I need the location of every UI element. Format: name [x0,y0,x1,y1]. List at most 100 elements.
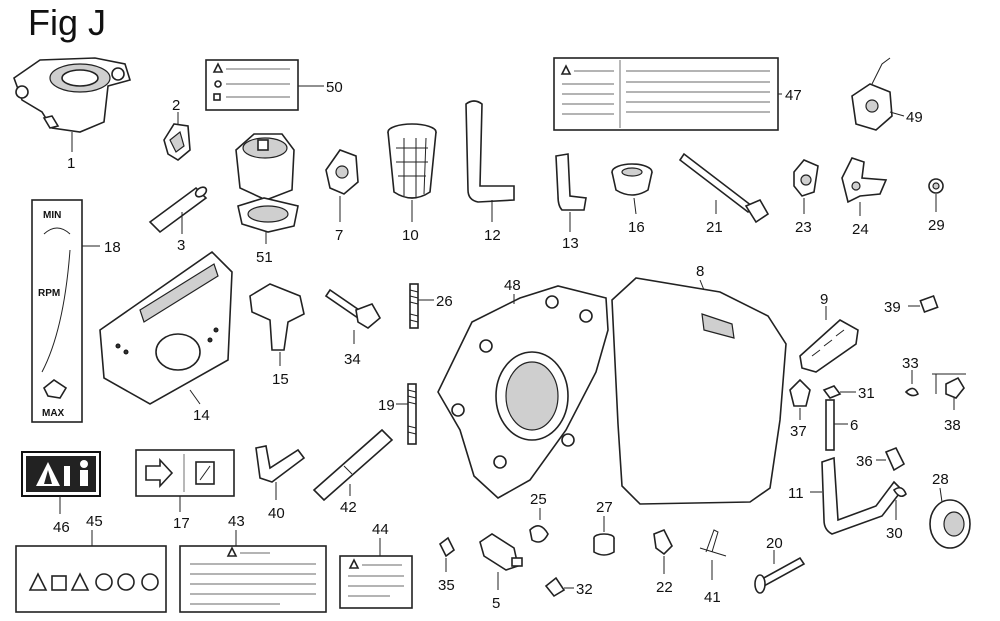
part-3-tube [148,186,208,234]
callout-42: 42 [340,499,357,516]
part-40-bent-tube [255,445,306,500]
callout-48: 48 [504,277,521,294]
callout-17: 17 [173,515,190,532]
part-51-fuel-cap [235,133,299,244]
part-39-fitting [908,294,939,314]
part-25-grommet [529,508,549,543]
callout-1: 1 [67,155,75,172]
callout-18: 18 [104,239,121,256]
callout-19: 19 [378,397,395,414]
part-35-clip [438,536,456,572]
callout-33: 33 [902,355,919,372]
callout-29: 29 [928,217,945,234]
part-15-knob [249,283,305,366]
part-33-clip [904,370,919,397]
part-7-fuel-valve [325,149,359,222]
part-43-text-label [179,530,327,613]
part-20-bolt [754,550,806,594]
part-13-short-tube [555,153,587,232]
part-36-fitting [876,446,906,472]
callout-49: 49 [906,109,923,126]
callout-41: 41 [704,589,721,606]
callout-36: 36 [856,453,873,470]
callout-34: 34 [344,351,361,368]
part-9-cushion [799,306,859,373]
part-26-stud [409,283,434,329]
part-14-plate [99,250,233,405]
callout-11: 11 [788,485,804,502]
callout-47: 47 [785,87,802,104]
callout-24: 24 [852,221,869,238]
callout-6: 6 [850,417,858,434]
callout-31: 31 [858,385,875,402]
callout-39: 39 [884,299,901,316]
part-31-clip [822,385,856,399]
part-22-grommet [653,528,673,574]
part-30-clip [892,486,907,520]
part-18-throttle-label: MIN RPM MAX [31,199,100,423]
part-34-bolt [324,288,382,344]
callout-20: 20 [766,535,783,552]
figure-title: Fig J [28,2,107,43]
callout-3: 3 [177,237,185,254]
callout-38: 38 [944,417,961,434]
callout-21: 21 [706,219,723,236]
part-42-tube [312,428,394,502]
part-6-pipe [825,399,848,451]
part-45-icon-label [15,530,167,613]
callout-8: 8 [696,263,704,280]
part-23-clip [793,159,819,214]
part-47-warning-label [553,57,782,131]
part-32-clip [544,576,574,598]
part-24-clamp [841,157,888,216]
part-16-grommet [611,163,653,215]
callout-51: 51 [256,249,273,266]
callout-50: 50 [326,79,343,96]
part-12-l-tube [465,100,515,222]
part-44-text-label [339,538,413,609]
callout-46: 46 [53,519,70,536]
part-2-clip [163,112,191,161]
part-1-carburetor [13,57,132,152]
part-17-arrow-label [135,449,235,512]
callout-40: 40 [268,505,285,522]
callout-45: 45 [86,513,103,530]
callout-7: 7 [335,227,343,244]
part-38-bracket [932,373,966,410]
callout-9: 9 [820,291,828,308]
part-49-switch [851,57,905,131]
callout-44: 44 [372,521,389,538]
part-28-cap [929,487,971,549]
part-46-warning-label [21,451,101,514]
callout-15: 15 [272,371,289,388]
callout-10: 10 [402,227,419,244]
callout-14: 14 [193,407,210,424]
part-37-clamp [789,378,811,420]
throttle-rpm-text: RPM [38,288,60,299]
throttle-max-text: MAX [42,408,65,419]
part-10-strainer [387,123,437,222]
callout-13: 13 [562,235,579,252]
callout-26: 26 [436,293,453,310]
callout-23: 23 [795,219,812,236]
part-48-housing [437,285,609,499]
part-11-hose [810,456,904,535]
callout-22: 22 [656,579,673,596]
callout-35: 35 [438,577,455,594]
part-5-drain-screw [479,533,523,590]
callout-32: 32 [576,581,593,598]
part-41-clip [699,529,727,580]
callout-25: 25 [530,491,547,508]
part-50-label [205,59,324,111]
part-21-long-bolt [678,152,770,224]
throttle-min-text: MIN [43,210,61,221]
callout-37: 37 [790,423,807,440]
callout-43: 43 [228,513,245,530]
callout-27: 27 [596,499,613,516]
part-19-stud [396,383,417,445]
part-8-fuel-tank [611,277,787,505]
callout-12: 12 [484,227,501,244]
callout-16: 16 [628,219,645,236]
